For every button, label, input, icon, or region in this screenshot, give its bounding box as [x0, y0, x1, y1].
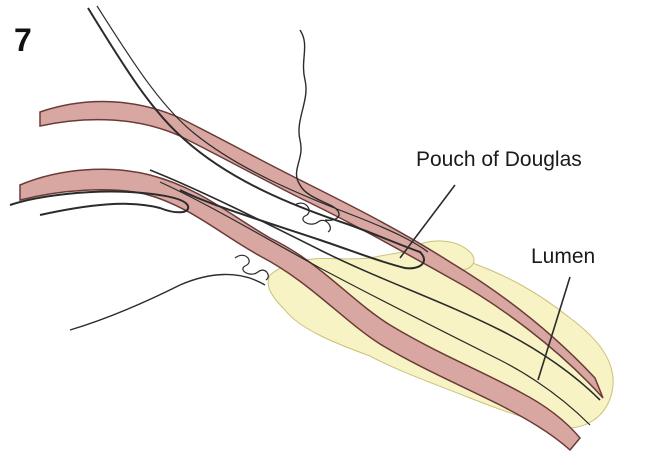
label-pouch-of-douglas: Pouch of Douglas [416, 149, 582, 170]
vessel-lower [70, 274, 265, 330]
label-lumen: Lumen [531, 246, 595, 267]
peritoneal-fold-inner [97, 6, 428, 252]
coil-lower [235, 255, 268, 280]
figure-number: 7 [14, 24, 32, 56]
